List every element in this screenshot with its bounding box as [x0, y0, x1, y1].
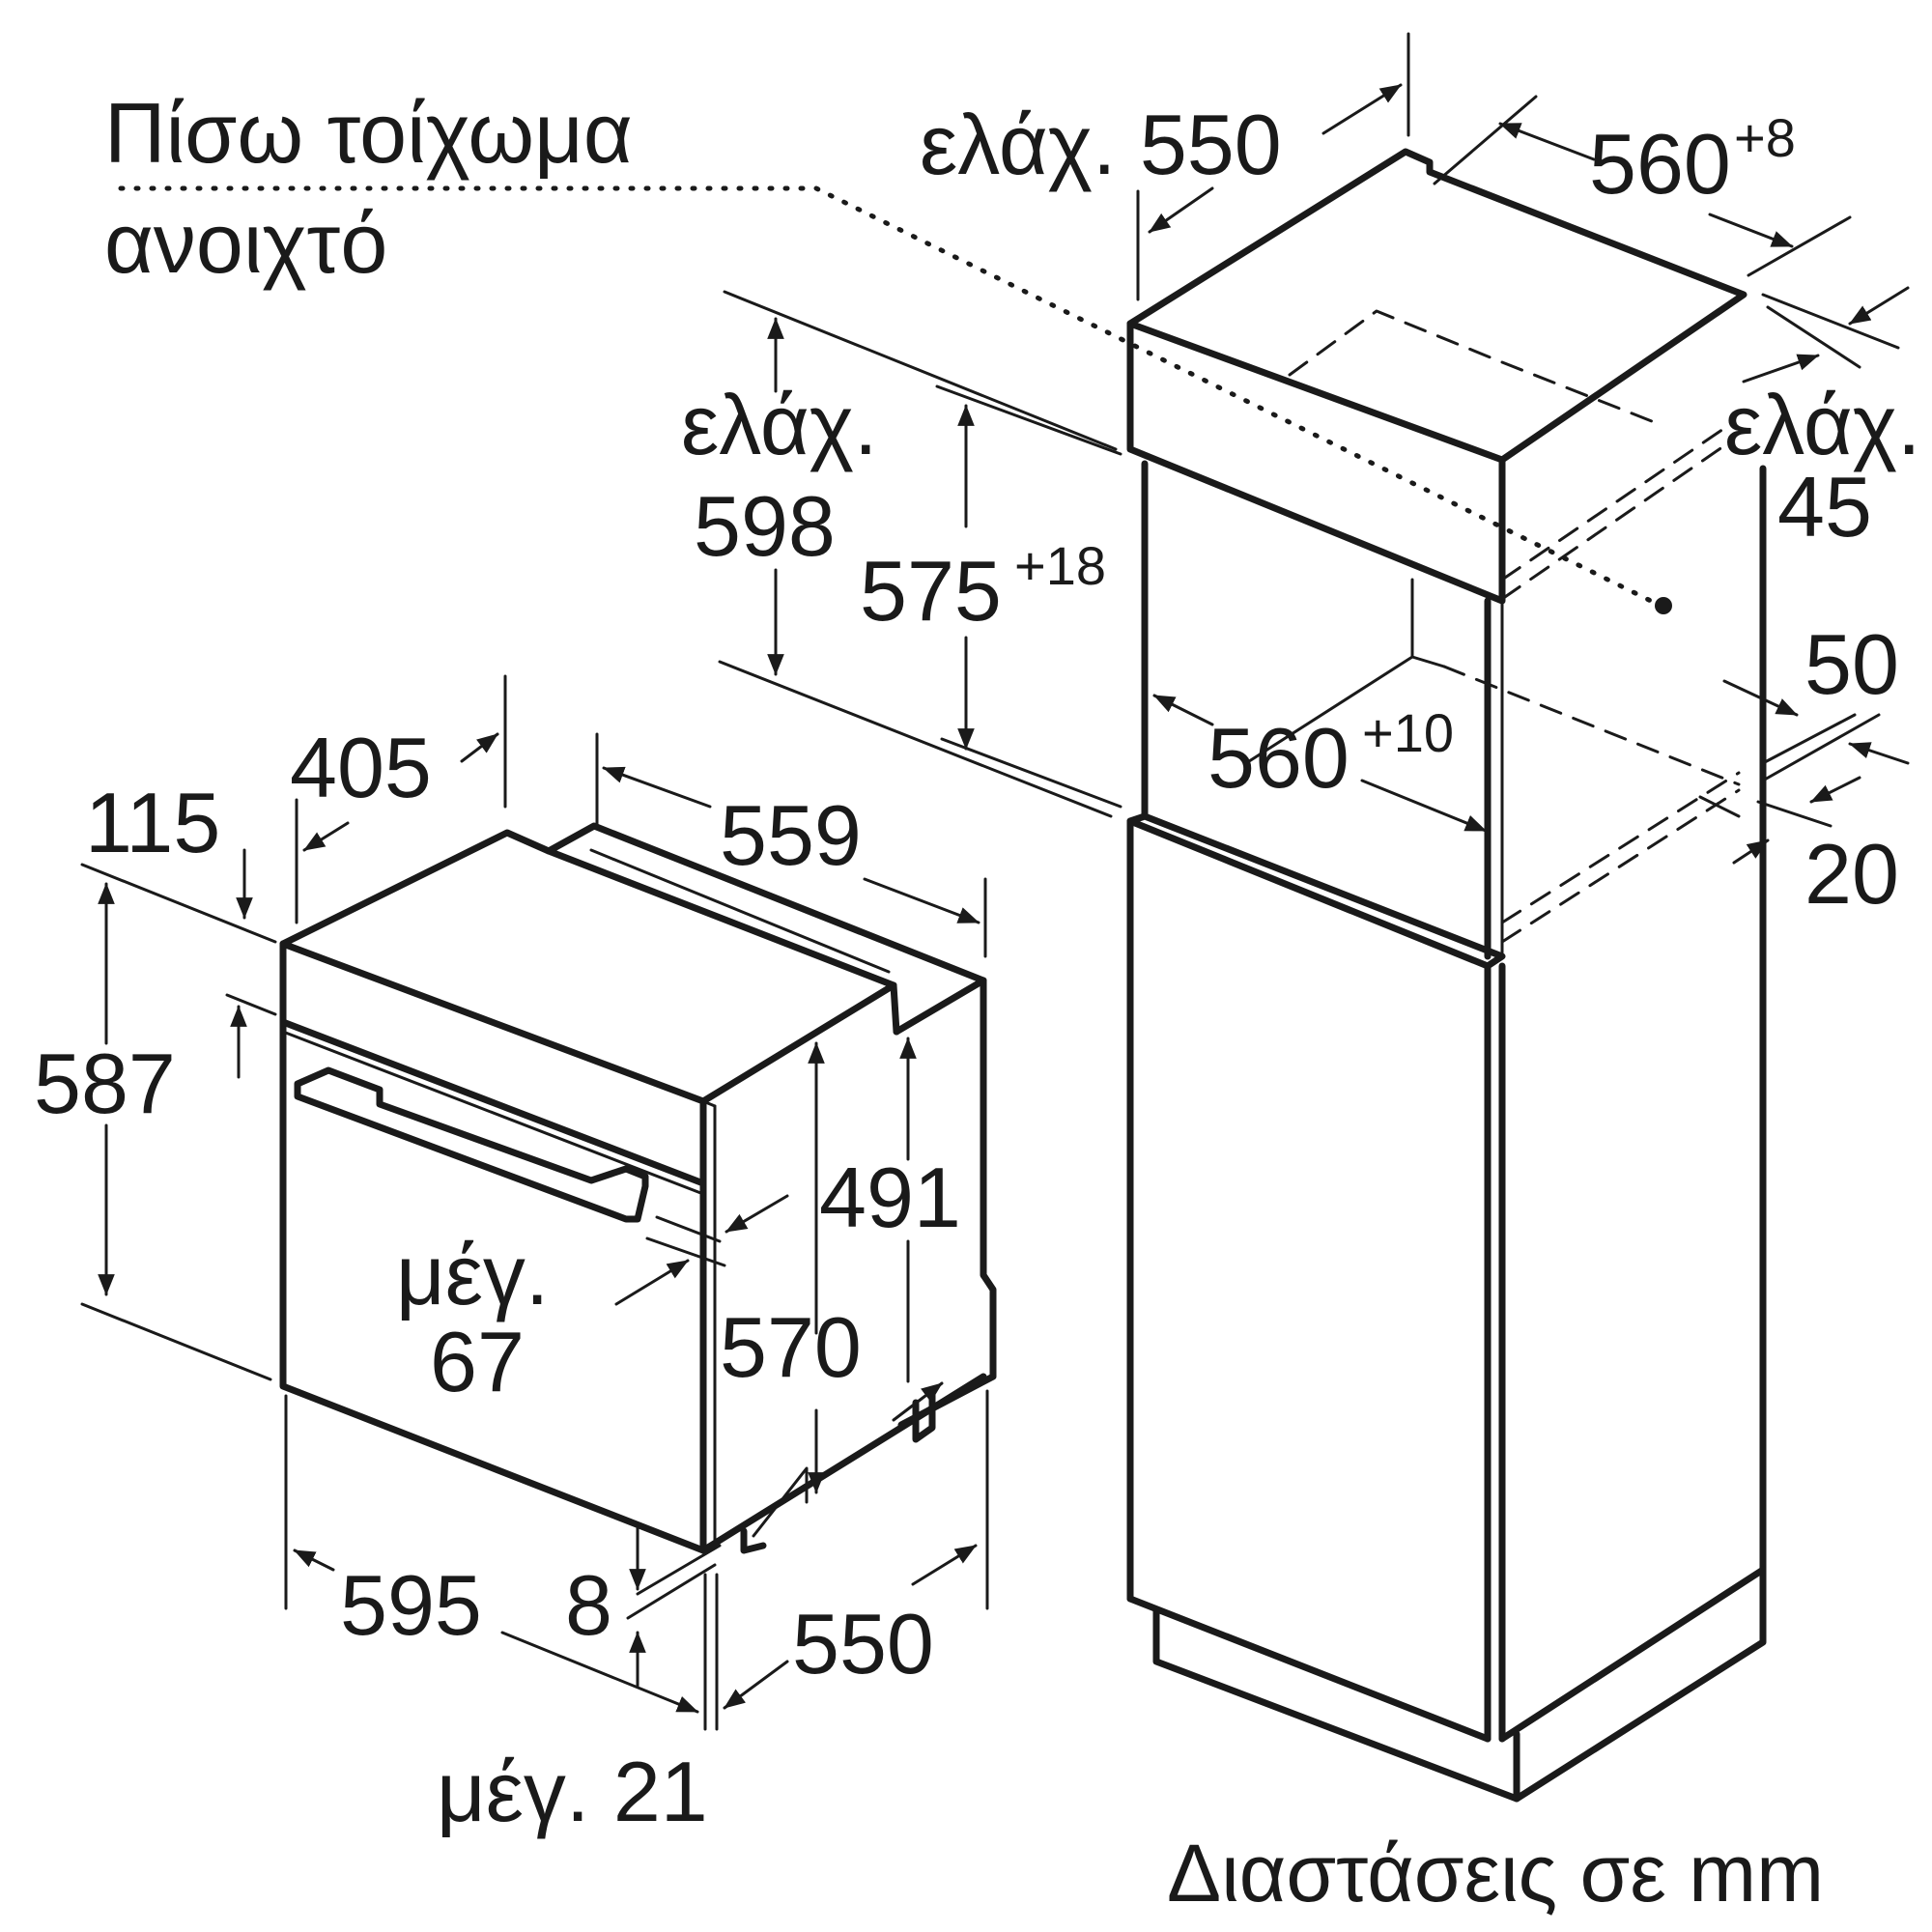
- label-560-inner: 560: [1208, 710, 1350, 806]
- label-min-right: ελάχ.: [1724, 377, 1920, 472]
- label-115: 115: [85, 775, 220, 870]
- label-45: 45: [1777, 459, 1872, 554]
- dimension-lines: [80, 32, 1910, 1731]
- label-575: 575: [860, 543, 1002, 639]
- label-575-tolerance: +18: [1014, 535, 1106, 596]
- label-open: ανοιχτό: [104, 195, 387, 291]
- units-caption: Διαστάσεις σε mm: [1167, 1828, 1824, 1918]
- label-max-21: μέγ. 21: [437, 1744, 708, 1839]
- rear-wall-dot: [1655, 597, 1672, 614]
- label-560-inner-tolerance: +10: [1362, 702, 1454, 763]
- cabinet-outline: [1126, 148, 1767, 1803]
- label-598: 598: [694, 478, 836, 574]
- cabinet-hidden-lines: [1288, 309, 1741, 944]
- label-550-bottom: 550: [792, 1596, 934, 1691]
- oven-outline: [279, 822, 997, 1554]
- label-405: 405: [290, 720, 432, 815]
- label-595: 595: [340, 1557, 482, 1653]
- label-559: 559: [720, 787, 862, 883]
- label-min-550-top: ελάχ. 550: [920, 97, 1282, 192]
- label-491: 491: [819, 1150, 961, 1245]
- label-560-tolerance: +8: [1734, 107, 1796, 168]
- rear-wall-leader: [118, 185, 1660, 607]
- label-587: 587: [34, 1036, 176, 1131]
- label-20: 20: [1804, 826, 1899, 922]
- label-560: 560: [1589, 116, 1731, 212]
- label-max: μέγ.: [396, 1227, 549, 1322]
- label-min-left: ελάχ.: [681, 377, 877, 472]
- label-50: 50: [1804, 616, 1899, 712]
- label-570: 570: [720, 1299, 862, 1395]
- label-67: 67: [430, 1314, 525, 1409]
- label-rear-wall: Πίσω τοίχωμα: [104, 85, 633, 181]
- label-8: 8: [565, 1557, 612, 1653]
